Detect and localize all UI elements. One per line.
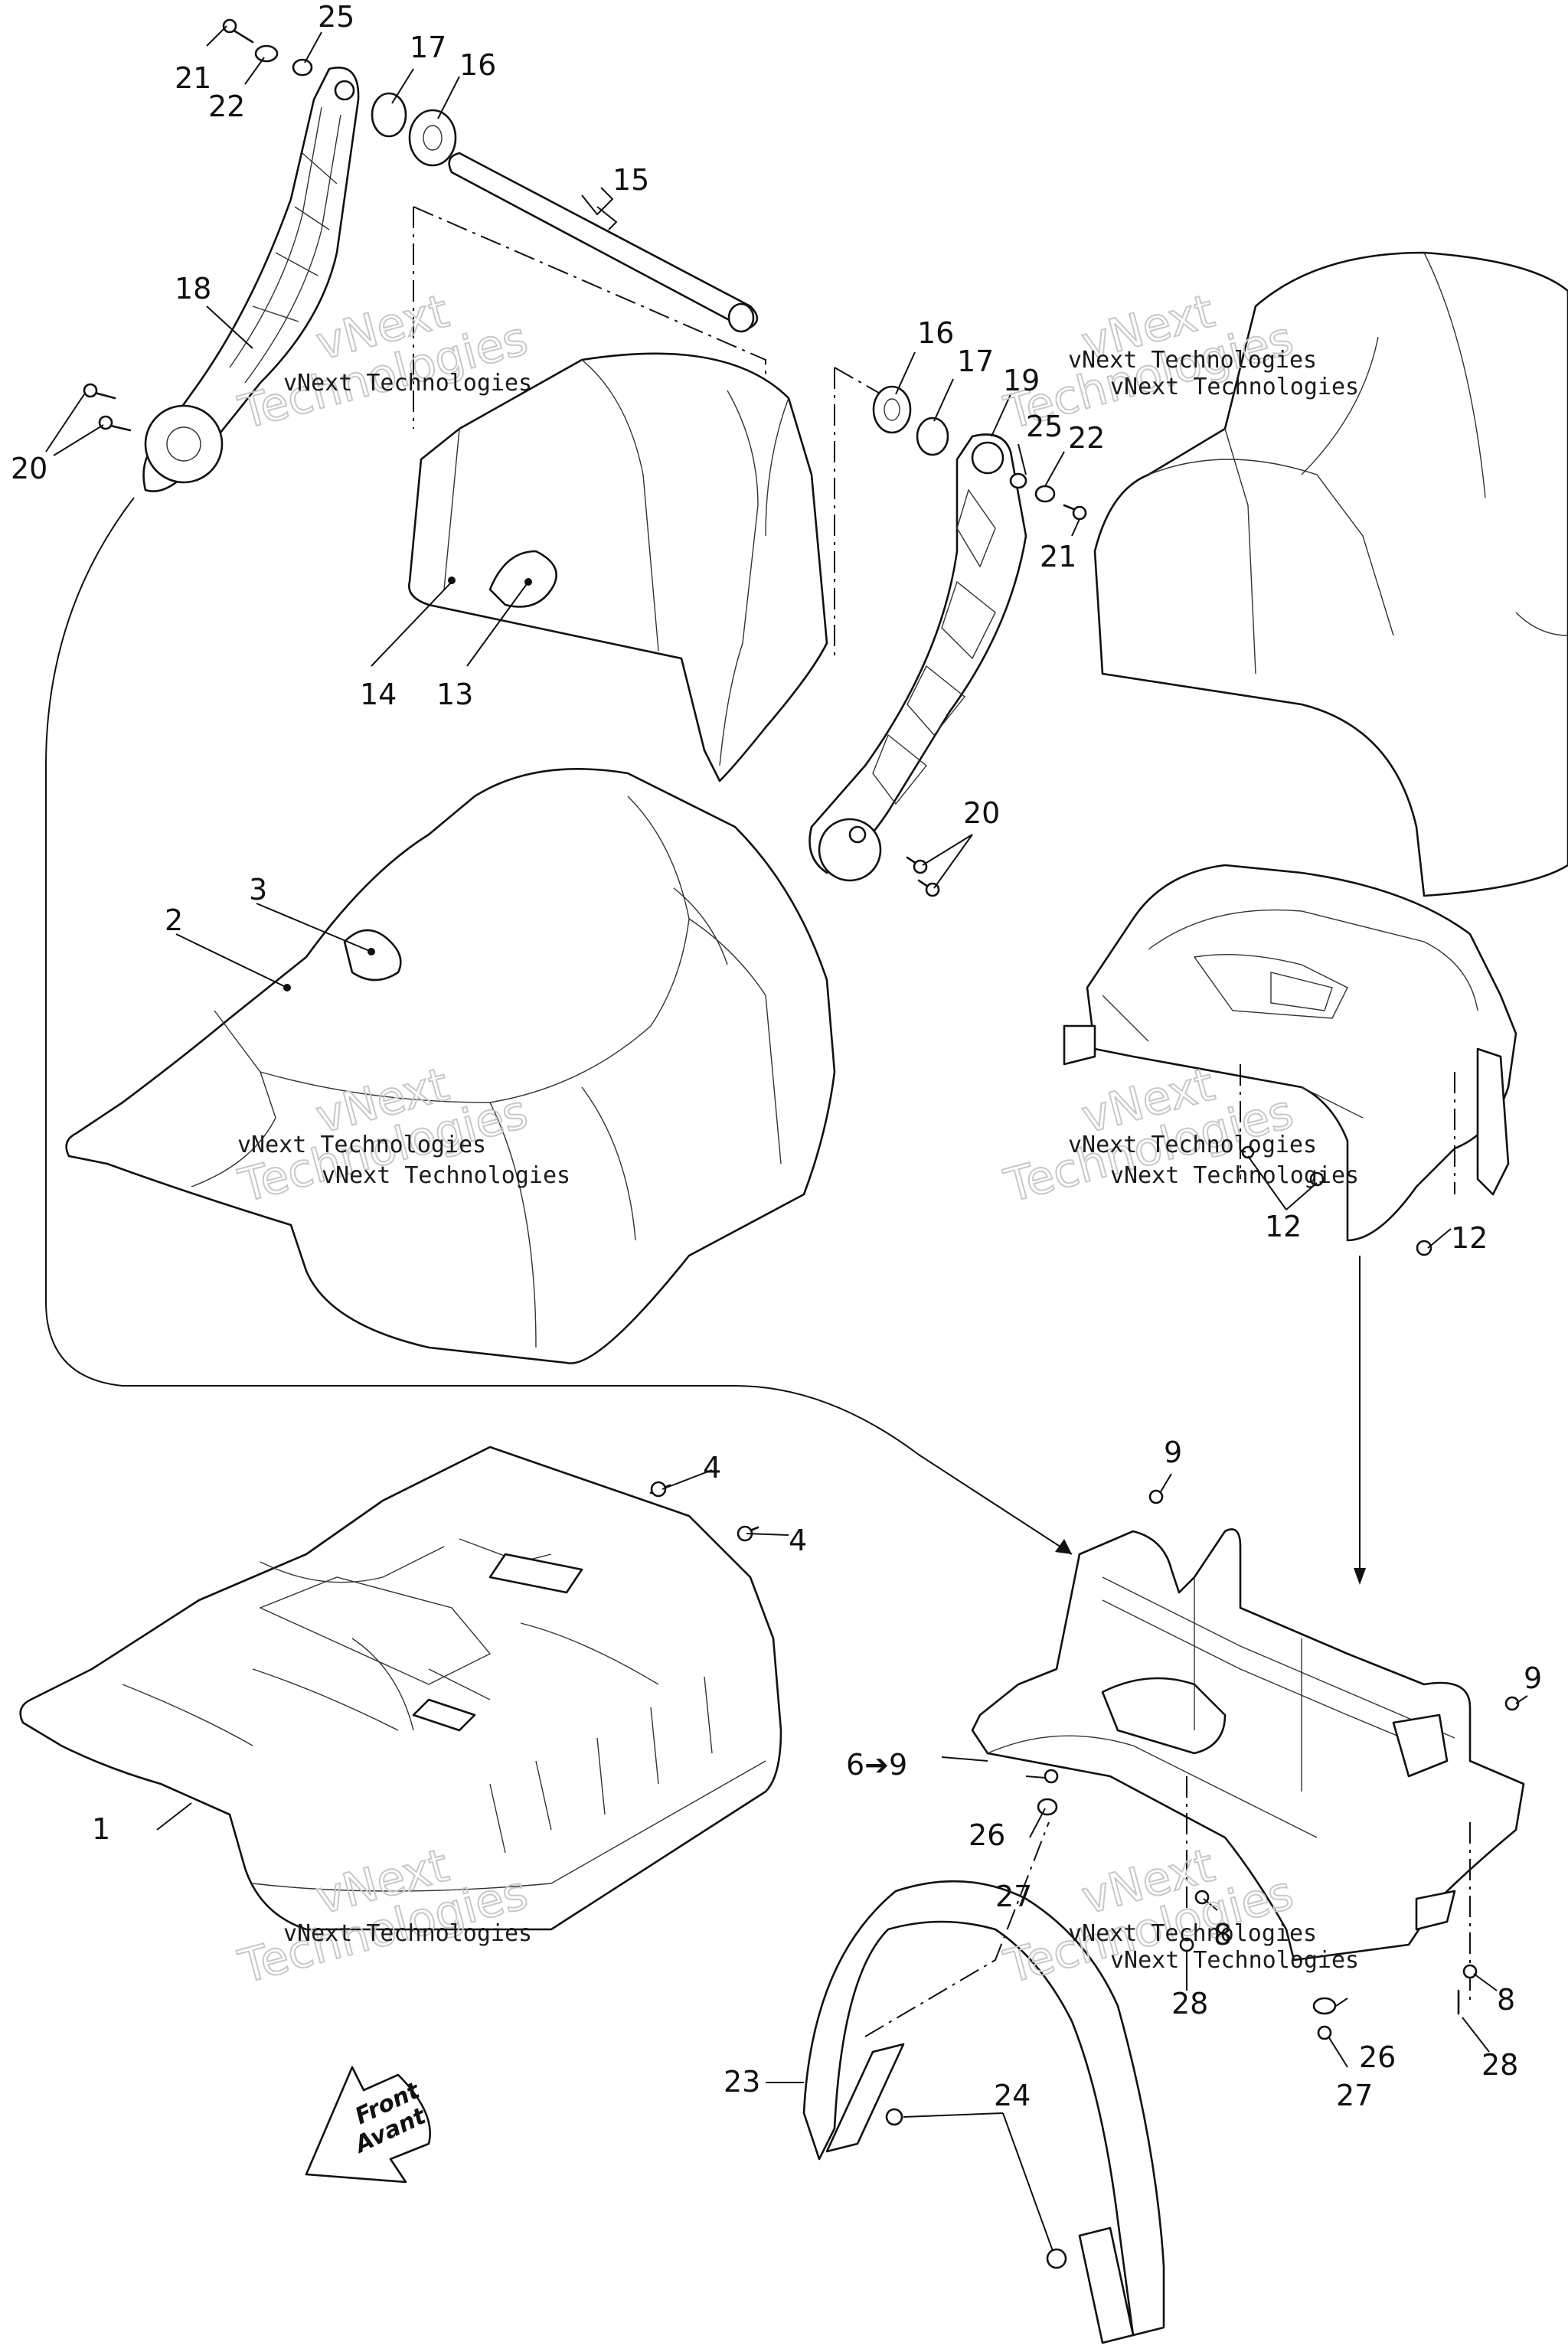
front-direction-arrow: [305, 2066, 431, 2184]
label-4: 4: [703, 1451, 721, 1485]
label-16: 16: [459, 48, 496, 82]
label-26: 26: [969, 1818, 1005, 1852]
label-26b: 26: [1359, 2040, 1396, 2074]
label-1: 1: [92, 1812, 110, 1846]
label-20: 20: [11, 452, 47, 485]
main-seat: [65, 768, 836, 1364]
rear-fender: [802, 1821, 1165, 2344]
frame-down-arrowhead: [1354, 1568, 1366, 1585]
watermark-text: vNext Technologies: [237, 1132, 486, 1158]
watermark-text: vNext Technologies: [1068, 347, 1317, 374]
seat-frame: [1063, 864, 1517, 1256]
shaft: [448, 152, 759, 333]
label-13: 13: [436, 678, 473, 711]
label-8: 8: [1214, 1918, 1232, 1952]
hardware-top-left: [83, 18, 457, 432]
label-18: 18: [175, 272, 211, 305]
seat-bracket-assembly: [971, 1489, 1525, 2040]
watermark-text: vNext Technologies: [1068, 1920, 1317, 1947]
label-15: 15: [612, 163, 649, 197]
label-17b: 17: [957, 345, 994, 378]
label-22b: 22: [1068, 421, 1105, 455]
connection-leader: [45, 497, 1073, 1555]
label-23: 23: [724, 2065, 760, 2099]
label-6-9: 6➔9: [846, 1748, 907, 1782]
label-2: 2: [165, 903, 183, 937]
label-leaders: [45, 25, 1528, 2252]
watermark-text: vNext Technologies: [283, 1920, 532, 1947]
label-25: 25: [318, 0, 354, 34]
left-backrest-bracket: [142, 67, 360, 492]
watermark-text: vNext Technologies: [1110, 374, 1359, 400]
under-seat-tray: [19, 1446, 782, 1931]
label-8b: 8: [1497, 1983, 1515, 2017]
leader-arrowhead: [1055, 1539, 1072, 1554]
label-9b: 9: [1524, 1661, 1542, 1695]
label-28: 28: [1171, 1987, 1208, 2020]
label-25b: 25: [1026, 410, 1063, 443]
part-labels: 21 22 25 17 16 15 18 20 14 13 3 2 16 17 …: [11, 0, 1542, 2112]
watermark-text: vNext Technologies: [322, 1162, 570, 1189]
label-14: 14: [360, 678, 397, 711]
label-22: 22: [208, 90, 245, 123]
watermark-text: vNext Technologies: [1110, 1162, 1359, 1189]
label-19: 19: [1003, 364, 1040, 397]
label-28b: 28: [1481, 2048, 1518, 2082]
label-20b: 20: [963, 796, 1000, 830]
label-21b: 21: [1040, 540, 1076, 573]
label-16b: 16: [917, 316, 954, 350]
label-3: 3: [249, 873, 267, 906]
label-9: 9: [1164, 1436, 1182, 1469]
label-21: 21: [175, 61, 211, 95]
right-backrest-bracket: [808, 433, 1027, 882]
label-24: 24: [994, 2079, 1031, 2112]
watermark-text: vNext Technologies: [283, 370, 532, 397]
label-17: 17: [410, 31, 446, 64]
watermark-text: vNext Technologies: [1110, 1947, 1359, 1974]
label-12: 12: [1265, 1210, 1302, 1243]
label-27b: 27: [1336, 2079, 1373, 2112]
label-27: 27: [995, 1880, 1032, 1913]
watermark-text: vNext Technologies: [1068, 1132, 1317, 1158]
label-12b: 12: [1451, 1221, 1488, 1255]
rear-seat-top-right: [1093, 251, 1568, 897]
label-4b: 4: [789, 1524, 807, 1557]
backrest-cushion: [408, 352, 828, 782]
